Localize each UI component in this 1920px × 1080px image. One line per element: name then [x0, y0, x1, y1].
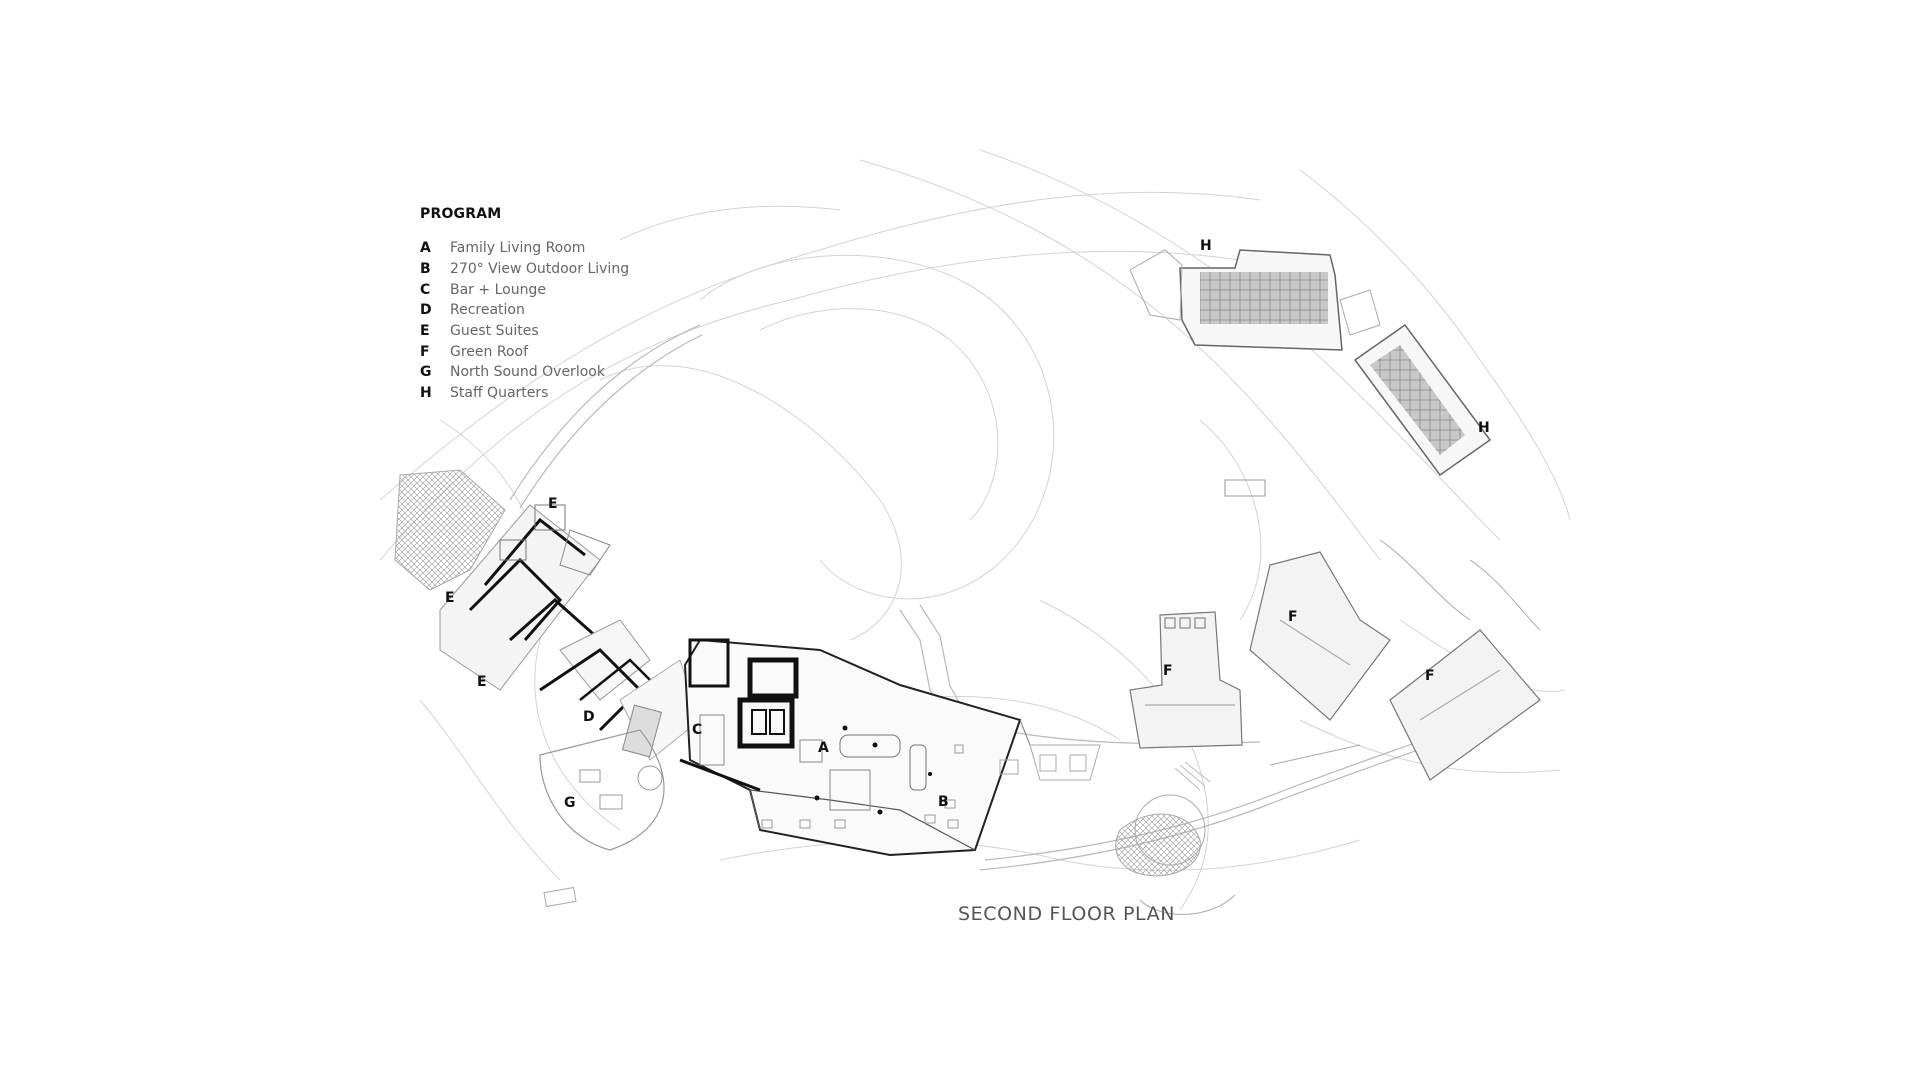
site-details [543, 759, 1211, 908]
legend-item-label: North Sound Overlook [450, 364, 605, 381]
legend-item-letter: D [420, 302, 432, 319]
legend-item: F Green Roof [420, 341, 629, 362]
legend-item-label: 270° View Outdoor Living [450, 261, 630, 278]
plan-label-e2: E [445, 590, 455, 606]
legend-item-label: Green Roof [450, 343, 529, 360]
legend-item-label: Bar + Lounge [450, 281, 546, 298]
plan-label-g: G [564, 795, 576, 811]
guest-suites-wing [394, 469, 701, 761]
main-house [679, 638, 1031, 857]
legend-item-letter: B [420, 261, 431, 278]
legend-item-letter: G [420, 364, 432, 381]
plan-labels: A B C D E E E F F F G H H [445, 238, 1490, 811]
south-terraces [1029, 744, 1236, 915]
plan-label-d: D [583, 709, 595, 725]
legend-item-letter: H [420, 385, 432, 402]
legend-item: C Bar + Lounge [420, 279, 629, 300]
legend-title: PROGRAM [420, 206, 502, 222]
plan-label-a: A [818, 740, 829, 756]
plan-label-f1: F [1163, 663, 1173, 679]
legend-item: G North Sound Overlook [420, 362, 629, 383]
staff-quarters [1129, 249, 1492, 497]
legend-item-label: Recreation [450, 302, 525, 319]
site-paths [509, 324, 1506, 871]
plan-label-e1: E [548, 496, 558, 512]
legend-item-label: Guest Suites [450, 323, 539, 340]
plan-label-f3: F [1425, 668, 1435, 684]
plan-label-h2: H [1478, 420, 1490, 436]
legend-item: H Staff Quarters [420, 383, 629, 404]
legend-item-label: Family Living Room [450, 240, 586, 257]
plan-label-e3: E [477, 674, 487, 690]
legend-item: E Guest Suites [420, 321, 629, 342]
plan-label-b: B [938, 794, 949, 810]
plan-label-c: C [692, 722, 702, 738]
legend-item-letter: F [420, 343, 430, 360]
plan-label-h1: H [1200, 238, 1212, 254]
legend-item-letter: E [420, 323, 430, 340]
green-roof-pavilions [1129, 539, 1541, 781]
legend-item-label: Staff Quarters [450, 385, 549, 402]
plan-label-f2: F [1288, 609, 1298, 625]
legend-item: A Family Living Room [420, 238, 629, 259]
legend-item: B 270° View Outdoor Living [420, 259, 629, 280]
plan-caption: SECOND FLOOR PLAN [958, 903, 1176, 925]
legend-item-letter: A [420, 240, 431, 257]
legend-item: D Recreation [420, 300, 629, 321]
north-sound-overlook [539, 729, 665, 851]
legend-item-letter: C [420, 281, 431, 298]
